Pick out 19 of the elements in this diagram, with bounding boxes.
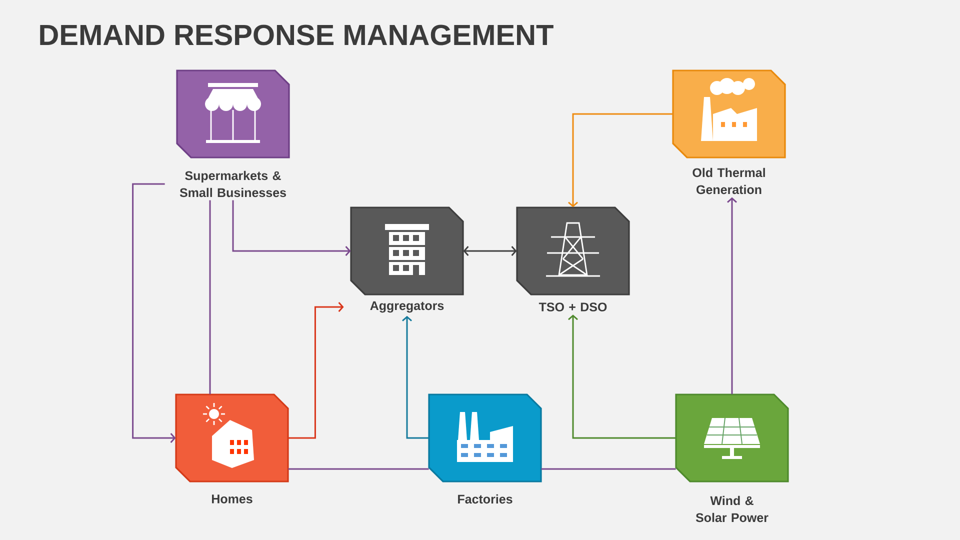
connector-line [209,200,211,394]
arrow [402,316,429,439]
arrow [727,197,737,394]
node-label: Old Thermal Generation [692,168,765,194]
arrow [463,246,517,256]
node-label: Factories [458,494,512,504]
title: DEMAND RESPONSE MANAGEMENT [40,24,554,46]
node-label: TSO + DSO [538,302,607,312]
arrow [288,302,344,439]
arrow [232,200,351,256]
arrow [568,314,676,439]
node-label: Homes [212,494,252,504]
node-label: Aggregators [370,301,444,313]
node-label: Wind & Solar Power [696,496,768,522]
arrow [568,113,673,208]
connector-line [288,468,429,470]
node-label: Supermarkets & Small Businesses [180,170,286,198]
connector-line [541,468,676,470]
arrow [132,183,176,443]
